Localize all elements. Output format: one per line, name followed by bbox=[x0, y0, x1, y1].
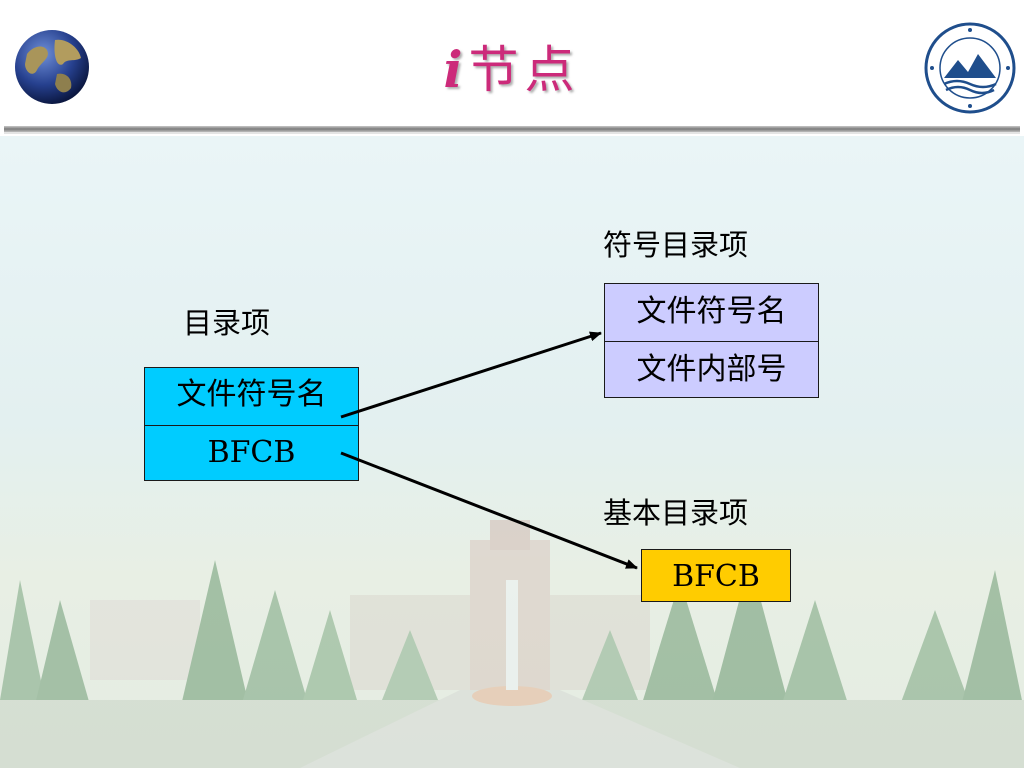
slide-title: i节点 bbox=[0, 30, 1024, 102]
basic-entry-field-bfcb: BFCB bbox=[672, 559, 760, 594]
directory-entry-field-name: 文件符号名 bbox=[145, 368, 358, 426]
basic-entry-caption: 基本目录项 bbox=[603, 496, 749, 530]
symbolic-entry-field-name: 文件符号名 bbox=[605, 284, 818, 342]
symbolic-entry-box: 文件符号名 文件内部号 bbox=[604, 283, 819, 398]
symbolic-entry-field-internal-id: 文件内部号 bbox=[636, 352, 787, 387]
basic-entry-box: BFCB bbox=[641, 549, 791, 602]
directory-entry-box: 文件符号名 BFCB bbox=[144, 367, 359, 481]
directory-entry-caption: 目录项 bbox=[183, 306, 271, 340]
arrow-to-symbolic-entry bbox=[340, 331, 602, 419]
globe-icon bbox=[15, 30, 89, 104]
title-text: 节点 bbox=[468, 41, 581, 99]
arrow-to-basic-entry bbox=[340, 451, 638, 570]
symbolic-entry-caption: 符号目录项 bbox=[603, 228, 749, 262]
directory-entry-field-bfcb: BFCB bbox=[207, 435, 296, 470]
campus-scene-image bbox=[0, 520, 1024, 768]
university-seal-icon bbox=[924, 22, 1016, 114]
title-letter: i bbox=[443, 40, 469, 99]
slide-header bbox=[0, 0, 1024, 128]
header-divider bbox=[4, 126, 1020, 132]
